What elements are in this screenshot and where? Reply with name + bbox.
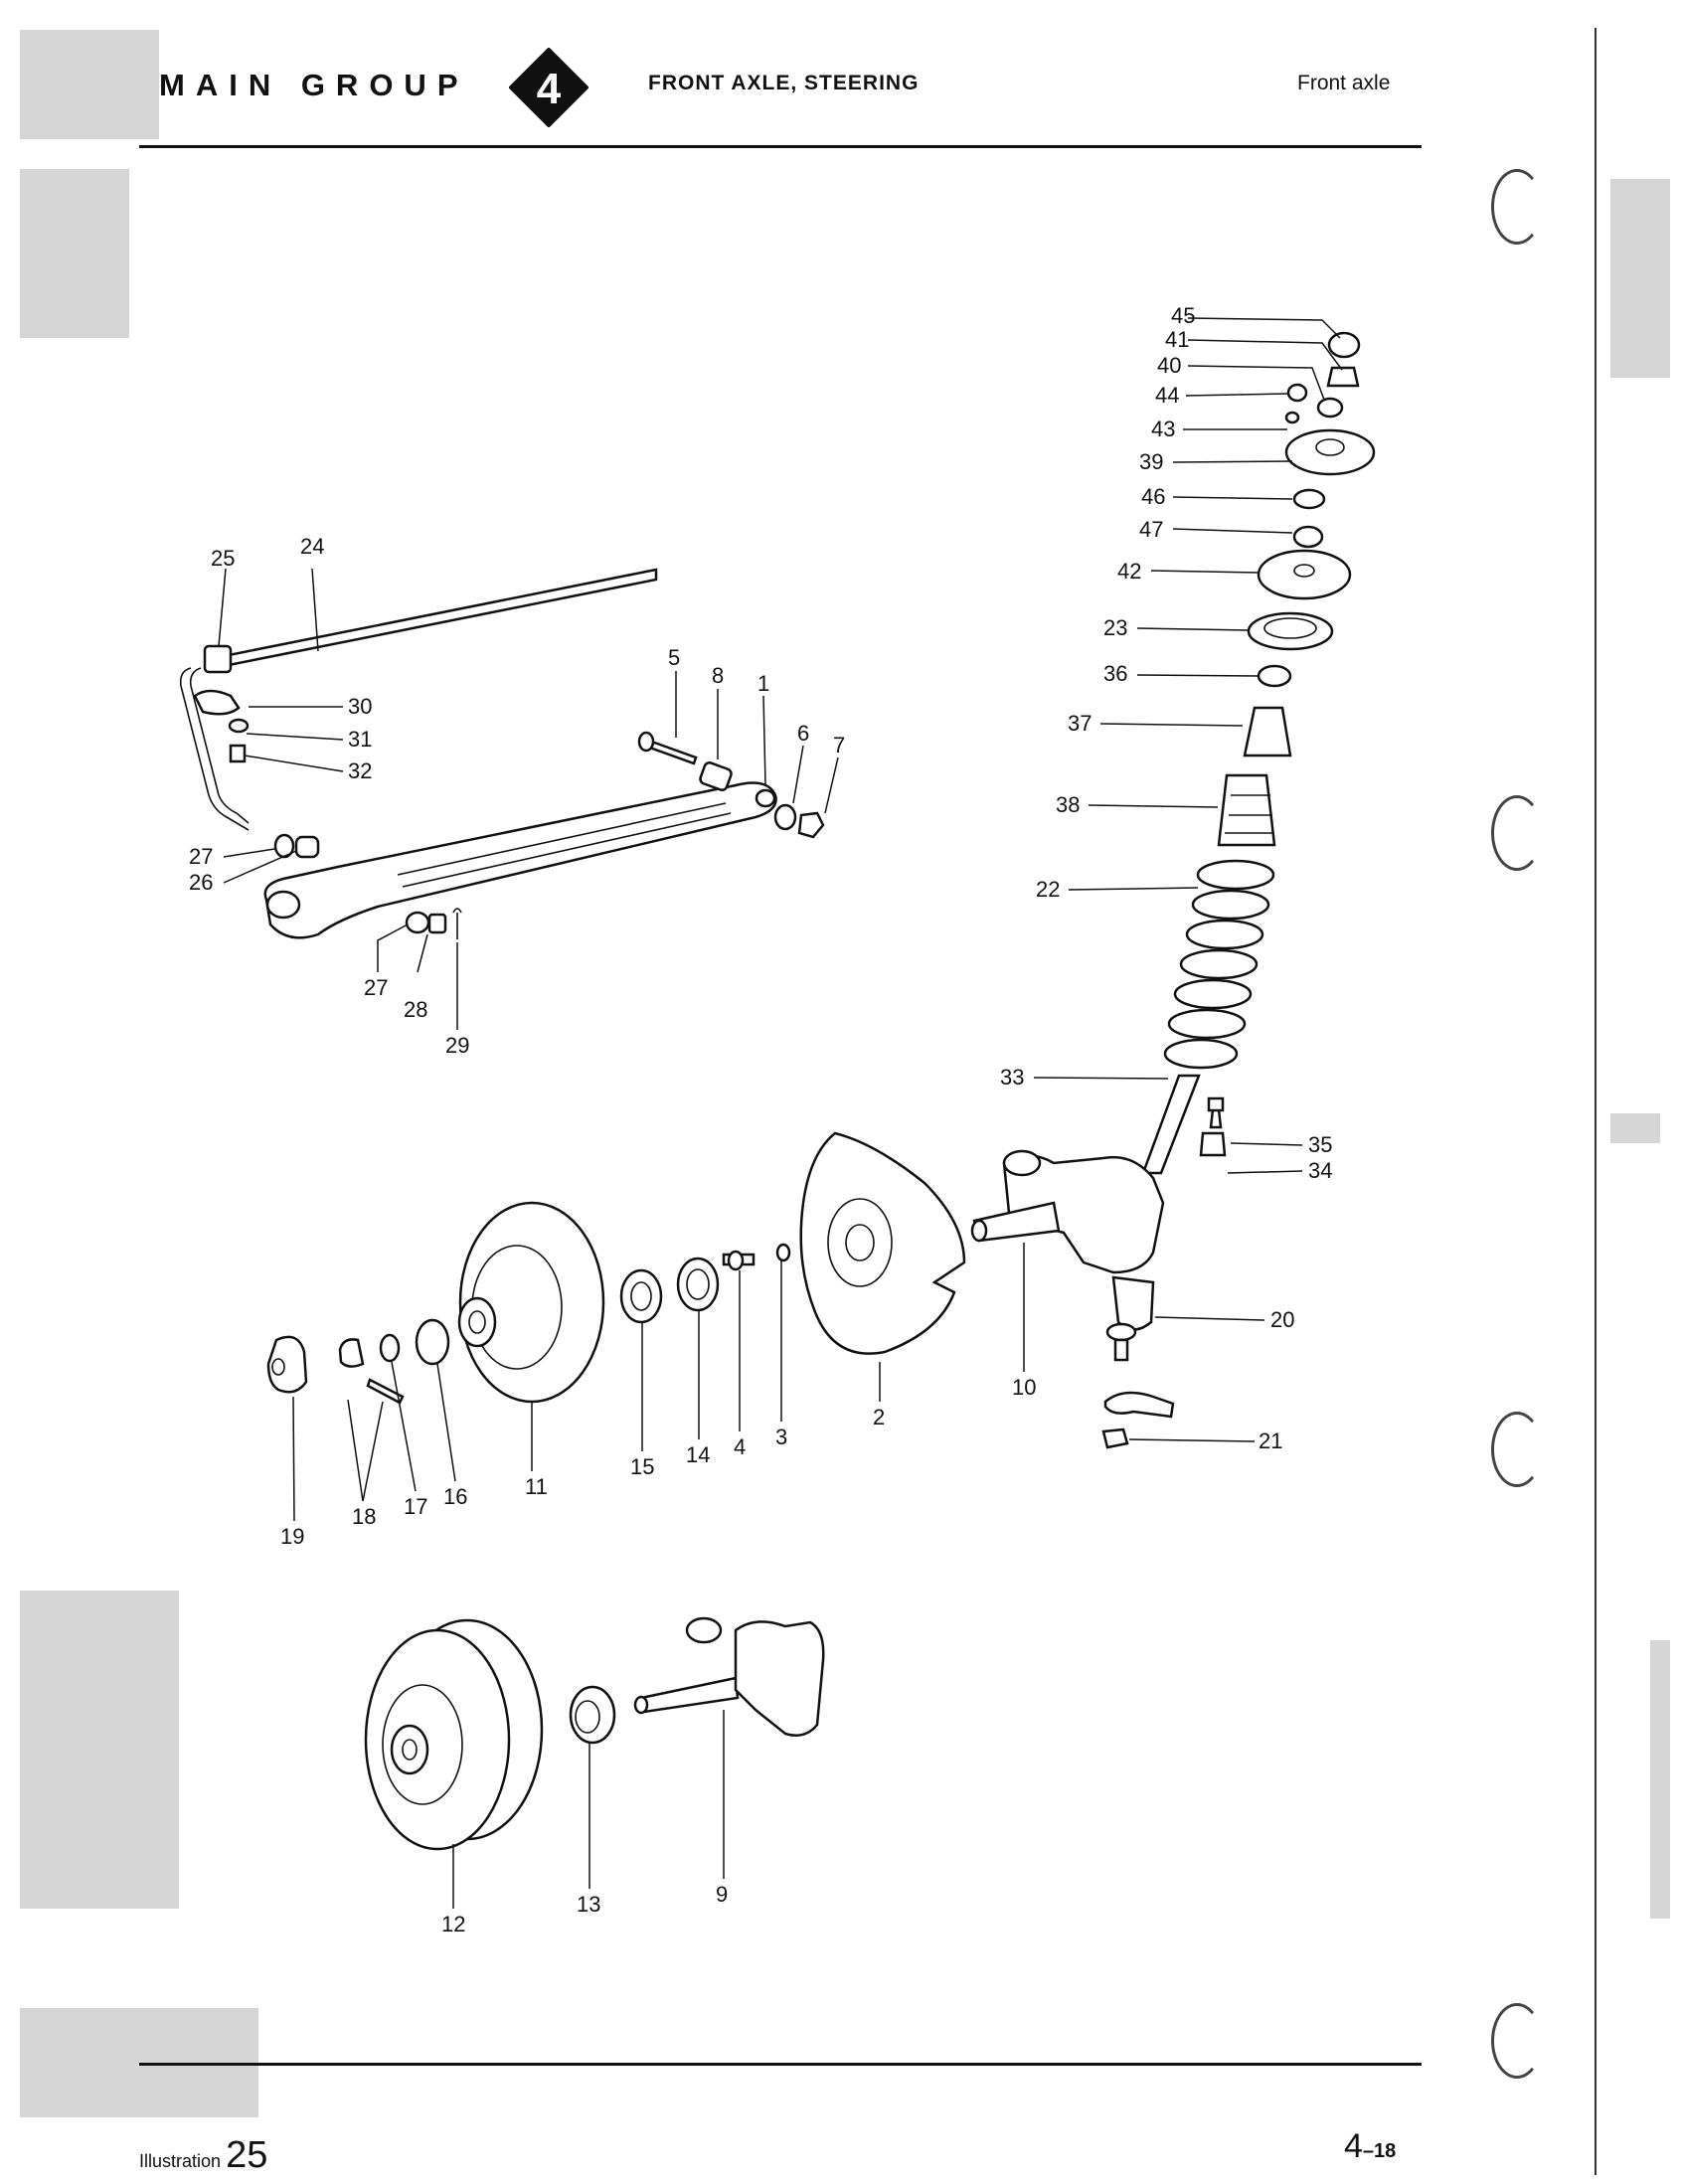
callout-29: 29 — [445, 1033, 470, 1058]
drum-seal — [569, 1685, 616, 1745]
tie-rod-end — [1101, 1391, 1175, 1449]
callout-8: 8 — [712, 663, 725, 688]
callout-7: 7 — [833, 733, 846, 757]
callout-13: 13 — [577, 1892, 601, 1917]
scan-noise — [20, 30, 159, 139]
illustration-number: 25 — [226, 2134, 268, 2176]
callout-19: 19 — [280, 1524, 305, 1549]
binder-hole — [1491, 169, 1543, 245]
callout-20: 20 — [1270, 1307, 1295, 1332]
section-title: FRONT AXLE, STEERING — [648, 72, 920, 94]
callout-36: 36 — [1103, 661, 1128, 686]
scan-noise — [20, 1591, 179, 1909]
callout-22: 22 — [1036, 877, 1061, 902]
callout-47: 47 — [1139, 517, 1164, 542]
scan-noise — [1610, 1113, 1660, 1143]
callout-14: 14 — [686, 1442, 711, 1467]
callout-15: 15 — [630, 1454, 655, 1479]
callout-24: 24 — [300, 534, 325, 559]
main-group-title: MAIN GROUP — [159, 68, 469, 102]
callout-9: 9 — [716, 1882, 729, 1907]
binder-hole — [1491, 1412, 1543, 1487]
illustration-label: Illustration — [139, 2151, 222, 2171]
brake-backing-plate — [799, 1131, 966, 1355]
callout-40: 40 — [1157, 353, 1182, 378]
strut-and-knuckle — [970, 1074, 1227, 1362]
stabilizer-bar — [179, 568, 658, 831]
callout-32: 32 — [348, 758, 373, 783]
callout-12: 12 — [441, 1912, 466, 1936]
callout-42: 42 — [1117, 559, 1142, 584]
callout-31: 31 — [348, 727, 373, 752]
binder-hole — [1491, 795, 1543, 871]
callout-25: 25 — [211, 546, 236, 571]
callout-2: 2 — [873, 1405, 886, 1429]
arm-bolt-set — [637, 731, 825, 839]
bearing-and-seal — [619, 1257, 720, 1324]
callout-26: 26 — [189, 870, 214, 895]
leader-lines — [218, 317, 1343, 1909]
callout-21: 21 — [1259, 1428, 1283, 1453]
illustration-caption: Illustration 25 — [139, 2134, 267, 2177]
header-rule — [139, 145, 1422, 148]
footer-rule — [139, 2063, 1422, 2066]
binder-hole — [1491, 2003, 1543, 2079]
page-edge — [1595, 28, 1597, 2175]
callout-43: 43 — [1151, 417, 1176, 441]
callout-44: 44 — [1155, 383, 1180, 408]
callout-46: 46 — [1141, 484, 1166, 509]
stabilizer-clamp — [193, 689, 250, 763]
callout-10: 10 — [1012, 1375, 1037, 1400]
subsection-title: Front axle — [1297, 72, 1391, 94]
callout-18: 18 — [352, 1504, 377, 1529]
callout-45: 45 — [1171, 303, 1196, 328]
callout-38: 38 — [1056, 792, 1081, 817]
callout-16: 16 — [443, 1484, 468, 1509]
callout-17: 17 — [404, 1494, 428, 1519]
scan-noise — [1650, 1640, 1670, 1919]
brake-disc — [457, 1201, 605, 1404]
page-minor: –18 — [1362, 2140, 1397, 2162]
stub-axle — [633, 1616, 825, 1737]
callout-28: 28 — [404, 997, 428, 1022]
control-arm — [263, 781, 777, 939]
callout-27-lower: 27 — [364, 975, 389, 1000]
callout-27: 27 — [189, 844, 214, 869]
brake-drum — [364, 1618, 544, 1851]
callout-33: 33 — [1000, 1065, 1025, 1090]
callout-11: 11 — [525, 1474, 548, 1499]
callout-5: 5 — [668, 645, 681, 670]
callout-23: 23 — [1103, 615, 1128, 640]
callout-3: 3 — [775, 1425, 788, 1449]
callout-37: 37 — [1068, 711, 1093, 736]
coil-spring — [1163, 859, 1275, 1070]
group-number-badge: 4 — [509, 48, 588, 127]
strut-mount-parts — [1217, 331, 1376, 847]
bushing-26 — [273, 833, 462, 939]
scan-noise — [1610, 179, 1670, 378]
callout-30: 30 — [348, 694, 373, 719]
callout-4: 4 — [734, 1434, 747, 1459]
callout-39: 39 — [1139, 449, 1164, 474]
callout-41: 41 — [1165, 327, 1190, 352]
hub-bolts — [722, 1243, 791, 1271]
callout-35: 35 — [1308, 1132, 1333, 1157]
group-number: 4 — [536, 65, 562, 113]
callout-1: 1 — [757, 671, 770, 696]
page-major: 4 — [1344, 2127, 1363, 2165]
callout-6: 6 — [797, 721, 810, 746]
callout-34: 34 — [1308, 1158, 1333, 1183]
hub-small-parts — [266, 1318, 450, 1405]
scan-noise — [20, 169, 129, 338]
page-number: 4–18 — [1344, 2127, 1396, 2166]
